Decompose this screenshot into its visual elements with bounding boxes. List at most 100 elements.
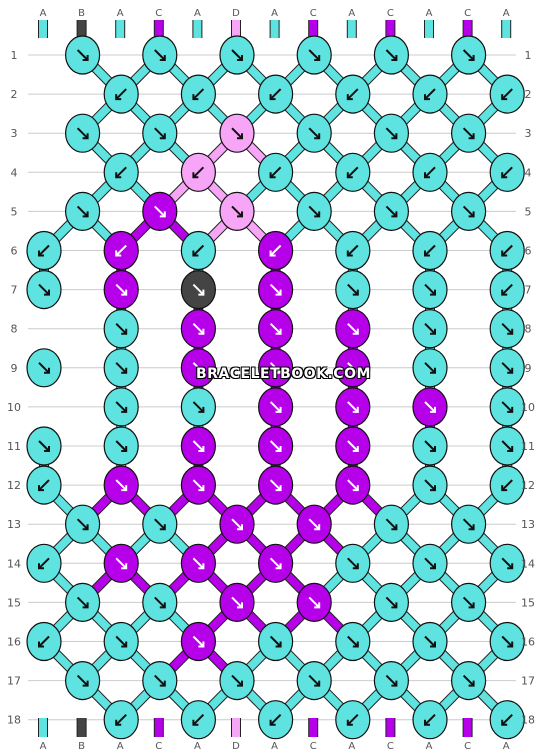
knot-arrowhead-icon xyxy=(352,406,359,413)
row-number-left: 4 xyxy=(11,166,18,179)
knot-arrow-icon xyxy=(76,127,89,139)
knot-arrowhead-icon xyxy=(159,680,166,687)
knot-arrowhead-icon xyxy=(346,250,353,257)
knot-arrow-icon xyxy=(347,713,359,726)
knot-arrow-icon xyxy=(192,166,205,179)
knot-arrow-icon xyxy=(76,518,89,530)
strand-top-label: C xyxy=(464,8,471,19)
knot xyxy=(373,582,409,623)
knot xyxy=(412,465,448,505)
knot-arrow-icon xyxy=(462,596,475,609)
knot-arrow-icon xyxy=(269,440,282,452)
knot xyxy=(335,387,371,427)
row-number-left: 1 xyxy=(11,49,18,62)
knot-arrow-icon xyxy=(192,635,205,648)
knot-arrowhead-icon xyxy=(269,94,276,101)
knot-arrow-icon xyxy=(501,283,513,296)
strand-bottom-label: A xyxy=(503,741,510,752)
knot-arrowhead-icon xyxy=(198,485,205,492)
knot-arrowhead-icon xyxy=(198,367,205,374)
knot xyxy=(296,582,332,623)
knot-arrowhead-icon xyxy=(501,94,508,101)
row-number-left: 7 xyxy=(11,284,18,297)
knot xyxy=(335,543,371,583)
knot-arrow-icon xyxy=(76,596,89,609)
knot xyxy=(412,700,448,740)
strand-bottom-label: D xyxy=(232,741,240,752)
knot-arrowhead-icon xyxy=(314,211,321,218)
knot-arrowhead-icon xyxy=(424,172,430,179)
knot xyxy=(373,504,409,544)
knot xyxy=(489,426,525,466)
knot-arrowhead-icon xyxy=(507,328,514,335)
knot-arrowhead-icon xyxy=(352,446,359,452)
knot xyxy=(258,700,294,740)
knot xyxy=(180,700,216,740)
knot xyxy=(412,348,448,388)
knot xyxy=(180,309,216,349)
knot xyxy=(489,543,525,583)
knot xyxy=(26,426,62,466)
row-number-right: 12 xyxy=(521,479,535,492)
knot-arrow-icon xyxy=(501,88,513,100)
knot-arrowhead-icon xyxy=(82,602,89,609)
knot xyxy=(258,309,294,349)
knot-arrowhead-icon xyxy=(352,367,359,374)
strand-top-label: C xyxy=(155,8,162,19)
knot xyxy=(412,621,448,662)
knot-arrowhead-icon xyxy=(430,641,436,648)
knot-arrow-icon xyxy=(76,205,89,218)
knot-arrowhead-icon xyxy=(430,328,436,335)
knot xyxy=(489,387,525,427)
knot xyxy=(335,621,371,662)
knot xyxy=(335,74,371,114)
knot-arrow-icon xyxy=(347,635,359,648)
knot-arrowhead-icon xyxy=(391,602,398,609)
knot xyxy=(258,152,294,192)
knot xyxy=(64,191,101,231)
row-number-right: 4 xyxy=(525,166,532,179)
knot-arrow-icon xyxy=(424,440,436,452)
strand-bottom-label: C xyxy=(464,741,471,752)
row-number-left: 11 xyxy=(7,440,21,453)
strand-top-label: C xyxy=(387,8,394,19)
knot-grid xyxy=(26,35,525,740)
knot-arrowhead-icon xyxy=(159,602,166,609)
knot xyxy=(103,700,139,740)
knot-arrowhead-icon xyxy=(391,524,398,531)
knot-arrowhead-icon xyxy=(346,719,353,726)
knot-arrowhead-icon xyxy=(468,211,475,218)
knot-arrow-icon xyxy=(115,479,127,491)
knot-arrowhead-icon xyxy=(121,406,128,413)
knot-arrowhead-icon xyxy=(507,406,514,413)
knot-arrow-icon xyxy=(192,440,205,452)
strand-top-label: A xyxy=(40,8,47,19)
knot-arrow-icon xyxy=(501,244,513,257)
knot-arrowhead-icon xyxy=(391,55,398,61)
knot xyxy=(412,270,448,310)
knot-arrowhead-icon xyxy=(430,289,436,296)
knot-arrow-icon xyxy=(192,244,205,257)
knot xyxy=(412,74,448,114)
knot xyxy=(296,191,332,231)
knot-arrow-icon xyxy=(424,713,436,726)
knot-arrow-icon xyxy=(501,557,513,570)
knot-arrowhead-icon xyxy=(424,719,430,726)
knot-arrow-icon xyxy=(347,166,359,179)
knot-arrowhead-icon xyxy=(352,328,359,335)
knot-arrowhead-icon xyxy=(430,367,436,374)
knot-arrowhead-icon xyxy=(275,485,282,492)
knot-arrowhead-icon xyxy=(352,563,359,570)
knot-arrow-icon xyxy=(38,557,50,570)
knot-arrow-icon xyxy=(347,283,359,296)
knot xyxy=(296,660,332,701)
knot-arrow-icon xyxy=(269,88,282,100)
knot-arrow-icon xyxy=(38,244,50,257)
knot-arrowhead-icon xyxy=(159,211,166,218)
knot-arrow-icon xyxy=(385,596,398,609)
knot-arrowhead-icon xyxy=(192,94,199,101)
knot-arrow-icon xyxy=(501,713,513,726)
knot-arrow-icon xyxy=(269,322,282,335)
knot-arrow-icon xyxy=(308,127,320,139)
knot xyxy=(180,387,216,427)
